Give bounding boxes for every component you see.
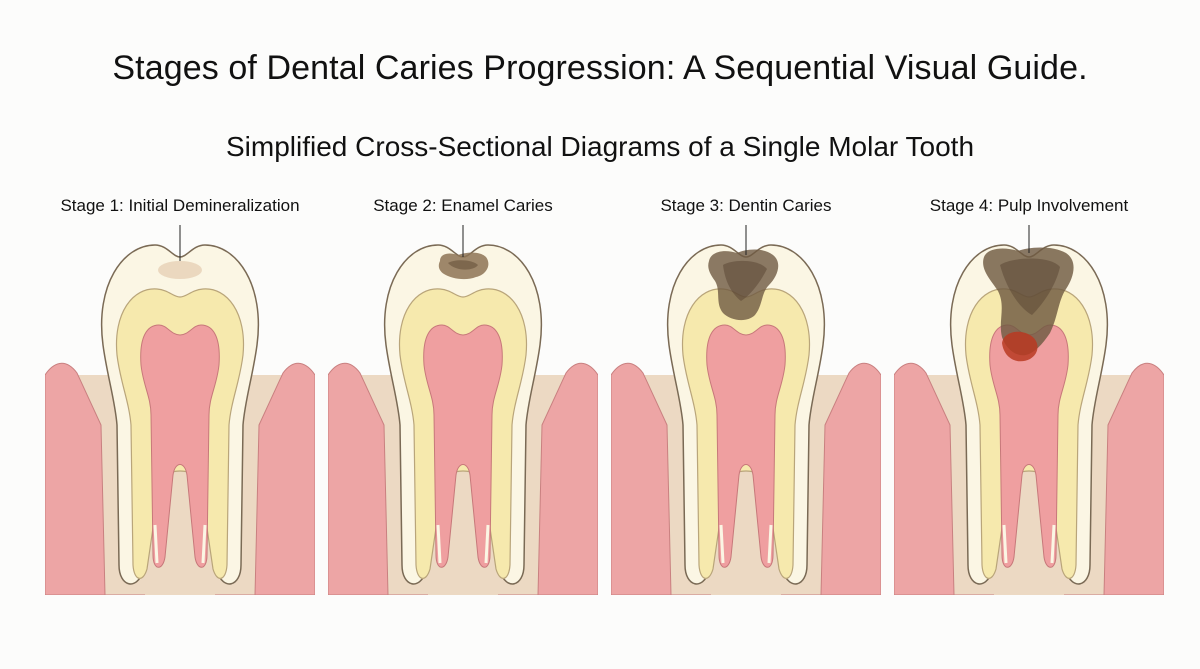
- stage-3-panel: Stage 3: Dentin Caries: [611, 195, 881, 595]
- page-subtitle: Simplified Cross-Sectional Diagrams of a…: [225, 131, 975, 162]
- stage-4-label: Stage 4: Pulp Involvement: [929, 196, 1129, 215]
- stage-1-tooth-diagram: [45, 225, 315, 595]
- stage-4-tooth-diagram: [894, 225, 1164, 595]
- stage-3-tooth-diagram: [611, 225, 881, 595]
- stage-1-panel: Stage 1: Initial Demineralization: [45, 195, 315, 595]
- stage-4-panel: Stage 4: Pulp Involvement: [894, 195, 1164, 595]
- stage-1-label: Stage 1: Initial Demineralization: [60, 196, 300, 215]
- stage-2-panel: Stage 2: Enamel Caries: [328, 195, 598, 595]
- stage-2-label: Stage 2: Enamel Caries: [373, 196, 553, 215]
- stage-4-pulp-infection: [1002, 331, 1038, 362]
- stage-3-label: Stage 3: Dentin Caries: [660, 196, 832, 215]
- page-title: Stages of Dental Caries Progression: A S…: [112, 49, 1088, 87]
- stage-1-demineralization-spot: [158, 261, 202, 279]
- stage-2-tooth-diagram: [328, 225, 598, 595]
